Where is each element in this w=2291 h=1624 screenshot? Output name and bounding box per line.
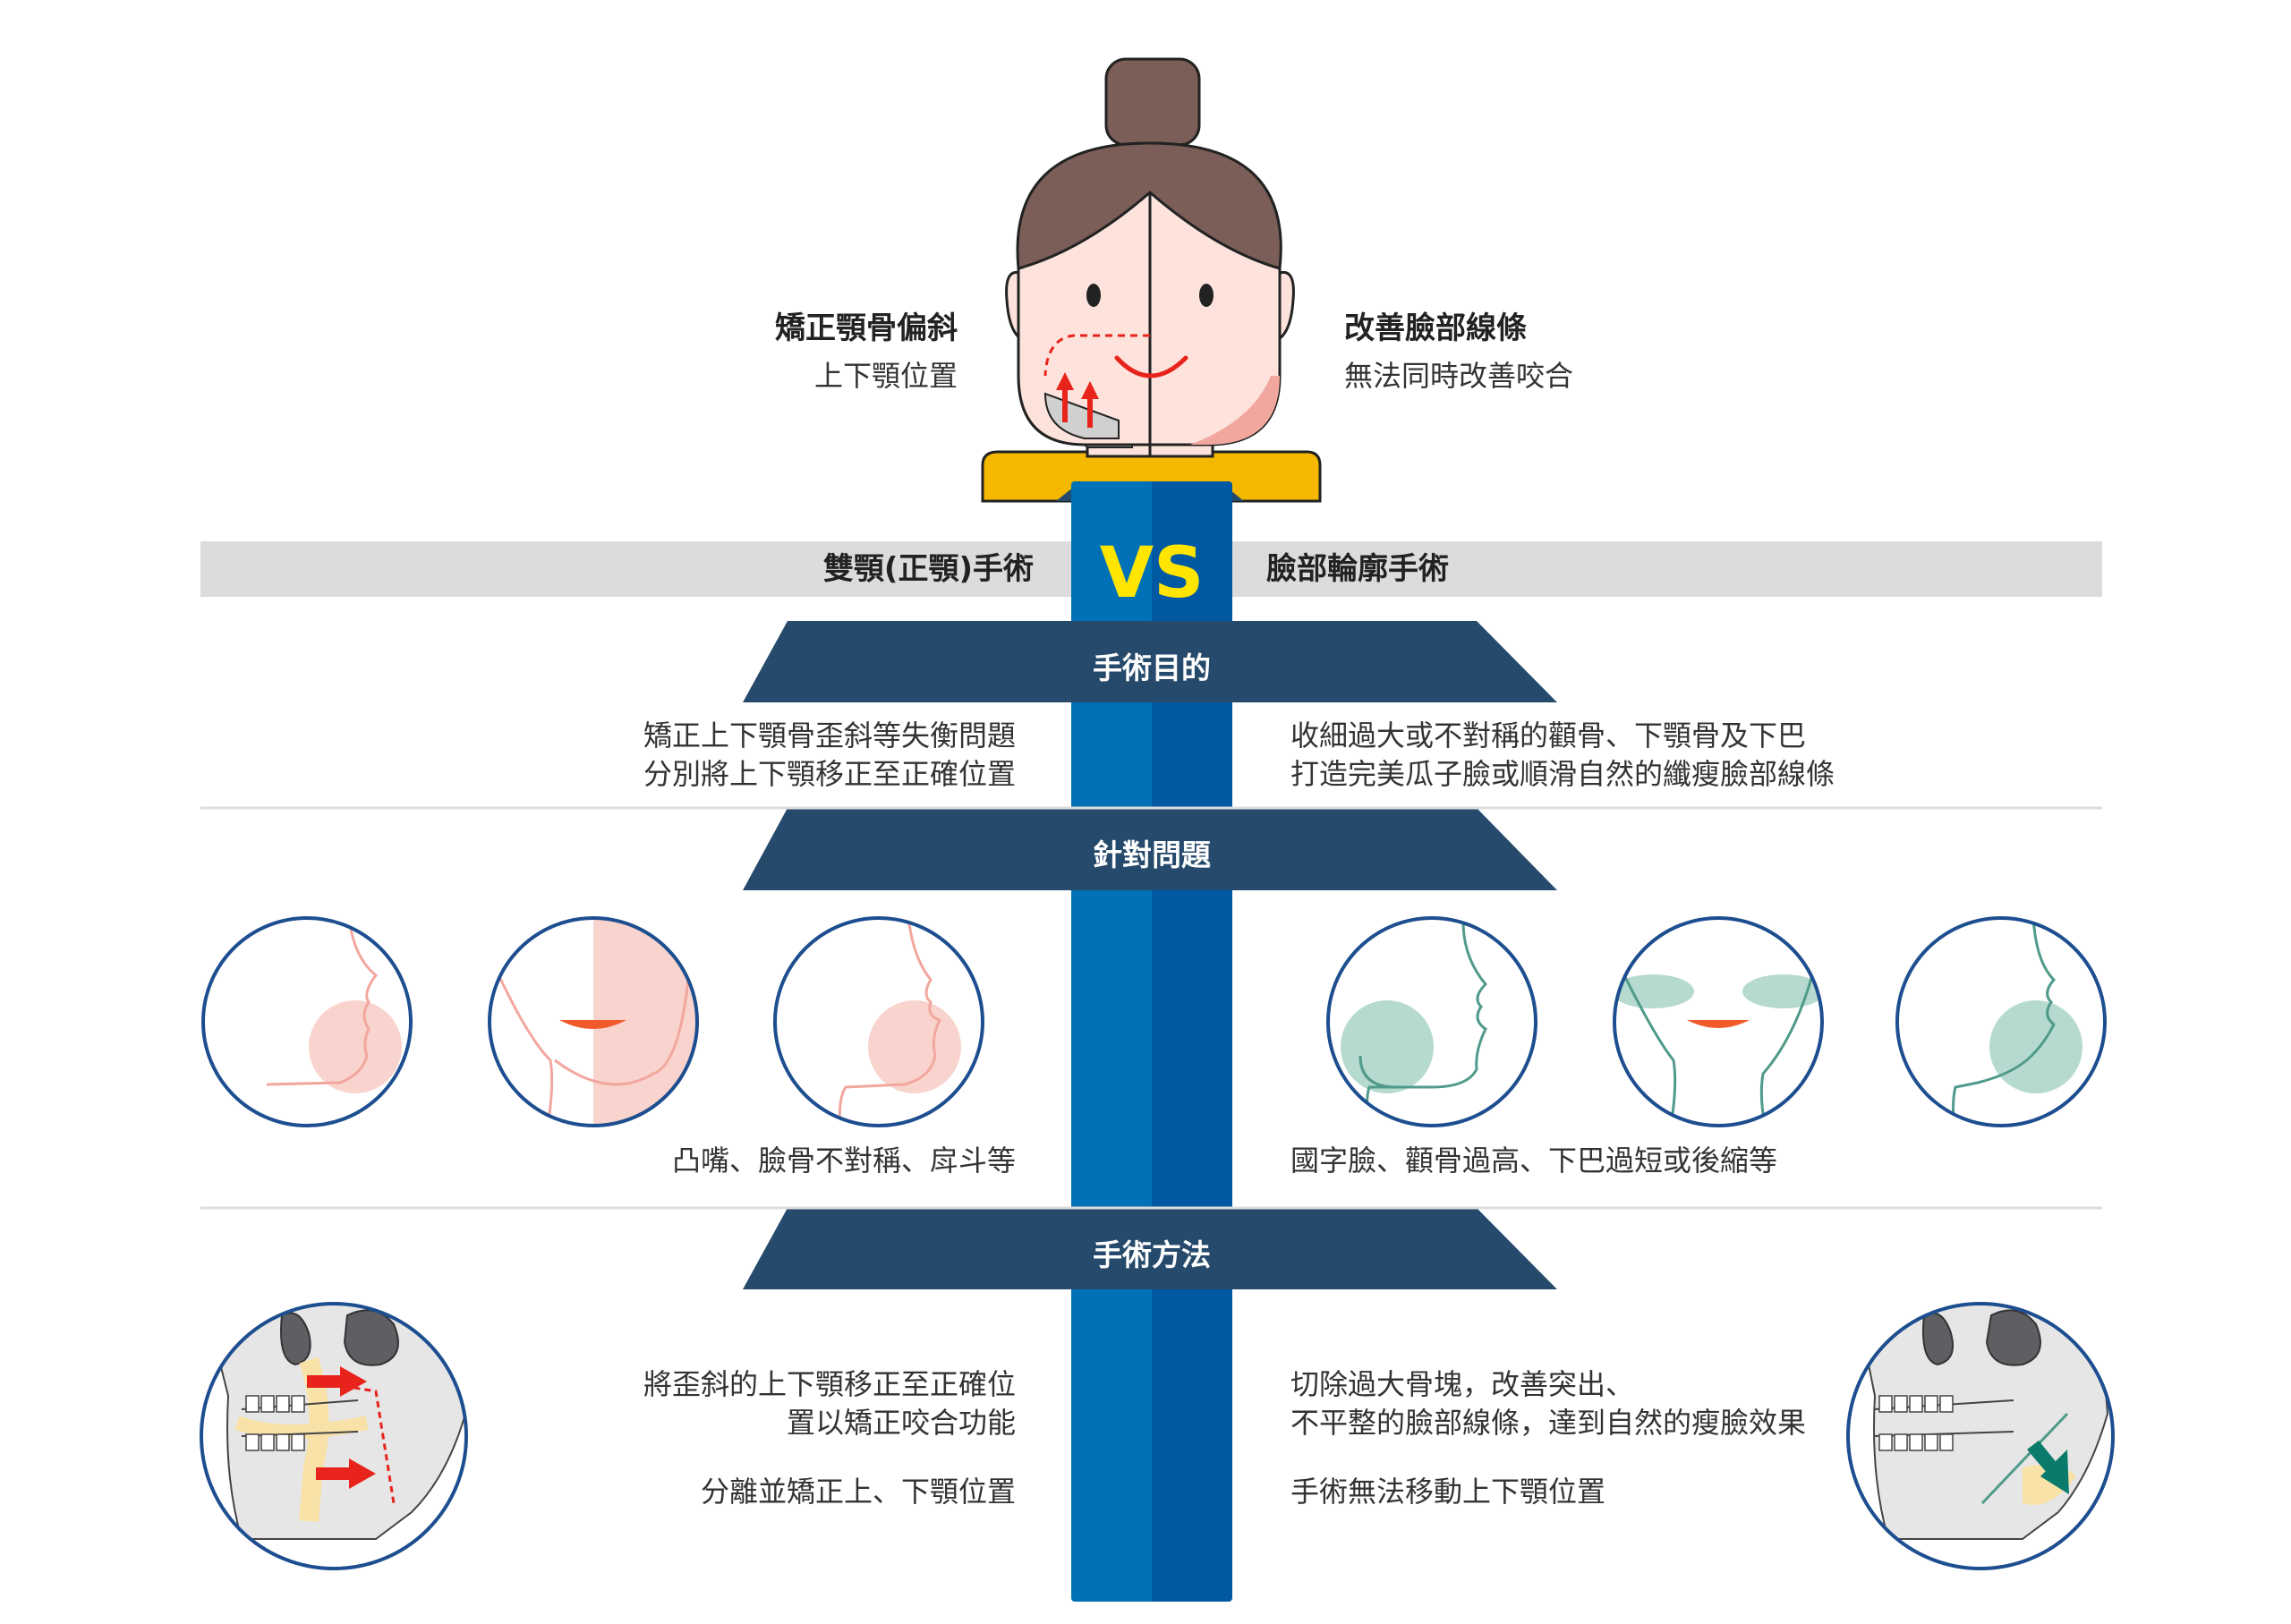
purpose-right-line2: 打造完美瓜子臉或順滑自然的纖瘦臉部線條 bbox=[1290, 757, 1835, 791]
method-right-note: 手術無法移動上下顎位置 bbox=[1290, 1475, 1606, 1509]
protrusion-profile-icon bbox=[266, 918, 402, 1093]
purpose-right-line1: 收細過大或不對稱的顴骨、下顎骨及下巴 bbox=[1290, 718, 1807, 752]
underbite-profile-icon bbox=[838, 918, 961, 1126]
problems-left-caption: 凸嘴、臉骨不對稱、戽斗等 bbox=[671, 1144, 1016, 1178]
skull-contour-reduction-icon bbox=[1848, 1304, 2113, 1569]
up-arrows-icon bbox=[1056, 372, 1099, 428]
left-subtitle: 上下顎位置 bbox=[813, 359, 958, 393]
problems-right-caption: 國字臉、顴骨過高、下巴過短或後縮等 bbox=[1290, 1144, 1778, 1178]
right-title: 改善臉部線條 bbox=[1344, 310, 1527, 346]
hair bbox=[1016, 141, 1282, 270]
purpose-title: 手術目的 bbox=[1093, 650, 1211, 685]
left-eye bbox=[1086, 284, 1101, 307]
banner-right-label: 臉部輪廓手術 bbox=[1266, 551, 1449, 587]
square-jaw-profile-icon bbox=[1341, 921, 1488, 1126]
banner-left-label: 雙顎(正顎)手術 bbox=[822, 551, 1034, 587]
method-left-line2: 置以矯正咬合功能 bbox=[786, 1406, 1016, 1440]
red-arrow-lower-icon bbox=[316, 1458, 376, 1489]
purpose-left-line1: 矯正上下顎骨歪斜等失衡問題 bbox=[643, 718, 1016, 752]
teal-arrow-icon bbox=[2027, 1441, 2069, 1494]
right-subtitle: 無法同時改善咬合 bbox=[1344, 359, 1574, 393]
left-title: 矯正顎骨偏斜 bbox=[775, 310, 958, 346]
method-left-note: 分離並矯正上、下顎位置 bbox=[700, 1475, 1016, 1509]
red-arrow-upper-icon bbox=[307, 1366, 367, 1397]
method-left-line1: 將歪斜的上下顎移正至正確位 bbox=[643, 1367, 1016, 1401]
high-cheekbone-icon bbox=[1614, 974, 1822, 1126]
purpose-left-line2: 分別將上下顎移正至正確位置 bbox=[643, 757, 1016, 791]
problems-title: 針對問題 bbox=[1093, 838, 1211, 872]
vs-label: VS bbox=[1099, 533, 1205, 614]
purpose-header-shape bbox=[743, 621, 1557, 702]
smile bbox=[1114, 355, 1188, 378]
method-header-shape bbox=[743, 1208, 1557, 1289]
problems-header-shape bbox=[743, 808, 1557, 890]
right-eye bbox=[1199, 284, 1214, 307]
retruded-chin-icon bbox=[1952, 918, 2082, 1126]
method-right-line1: 切除過大骨塊，改善突出、 bbox=[1290, 1367, 1635, 1401]
method-title: 手術方法 bbox=[1093, 1237, 1211, 1272]
method-right-line2: 不平整的臉部線條，達到自然的瘦臉效果 bbox=[1290, 1406, 1807, 1440]
skull-jaw-correction-icon bbox=[201, 1304, 466, 1569]
shirt bbox=[981, 450, 1322, 503]
